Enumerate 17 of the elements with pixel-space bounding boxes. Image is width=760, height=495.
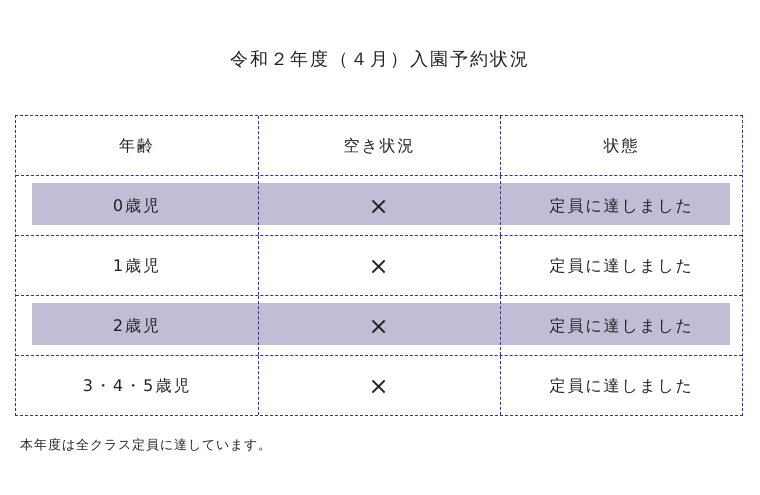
- column-header: 年齢: [119, 138, 155, 154]
- table-cell-text: 2歳児: [112, 318, 162, 334]
- availability-mark: ×: [368, 374, 391, 398]
- table-cell-text: 3・4・5歳児: [82, 378, 192, 394]
- table-cell-text: 定員に達しました: [550, 258, 694, 274]
- availability-mark: ×: [368, 194, 391, 218]
- table-cell-text: 定員に達しました: [550, 318, 694, 334]
- table-title: 令和２年度（４月）入園予約状況: [229, 48, 531, 71]
- table-cell-text: 定員に達しました: [550, 378, 694, 394]
- column-header: 状態: [604, 138, 640, 154]
- footnote: 本年度は全クラス定員に達しています。: [20, 437, 272, 454]
- table-cell-text: 1歳児: [112, 258, 162, 274]
- availability-mark: ×: [368, 254, 391, 278]
- table-cell-text: 定員に達しました: [550, 198, 694, 214]
- table-cell-text: 0歳児: [112, 198, 162, 214]
- availability-mark: ×: [368, 314, 391, 338]
- column-header: 空き状況: [344, 138, 416, 154]
